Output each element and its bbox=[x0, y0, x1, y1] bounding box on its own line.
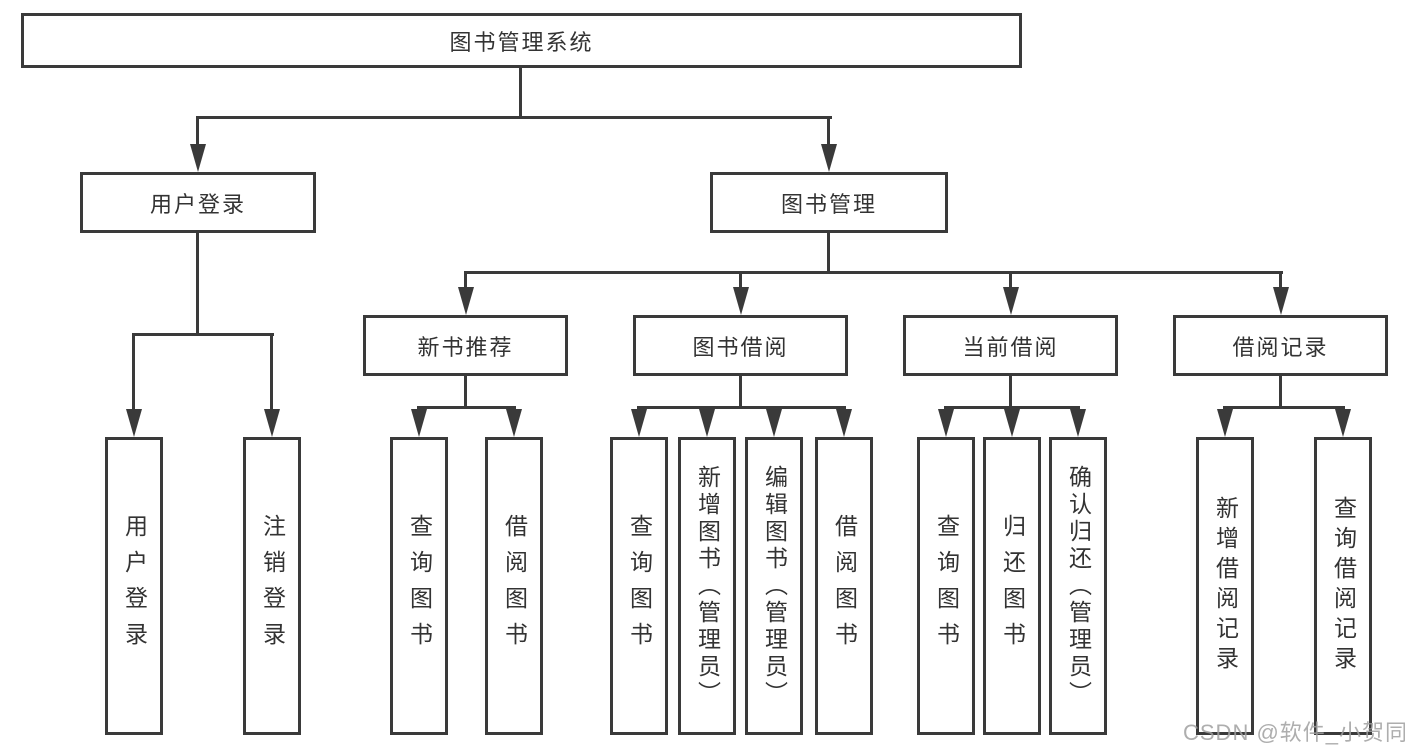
node-label: 查询图书 bbox=[626, 514, 653, 658]
node-label: 查询图书 bbox=[933, 514, 960, 658]
connector-line bbox=[1279, 376, 1282, 409]
leaf-confirm-return-admin: 确认归还（管理员） bbox=[1049, 437, 1107, 735]
leaf-search-books-recommend: 查询图书 bbox=[390, 437, 448, 735]
node-user-login: 用户登录 bbox=[80, 172, 316, 233]
connector-line bbox=[270, 333, 273, 412]
node-current-borrowing: 当前借阅 bbox=[903, 315, 1118, 376]
arrowhead-down-icon bbox=[836, 409, 852, 437]
connector-line bbox=[464, 271, 1283, 274]
arrowhead-down-icon bbox=[733, 287, 749, 315]
connector-line bbox=[1009, 271, 1012, 290]
connector-line bbox=[196, 116, 199, 148]
connector-line bbox=[132, 333, 274, 336]
connector-line bbox=[739, 376, 742, 409]
arrowhead-down-icon bbox=[766, 409, 782, 437]
node-label: 借阅记录 bbox=[1232, 334, 1329, 360]
node-root-library-system: 图书管理系统 bbox=[21, 13, 1022, 68]
node-label: 图书借阅 bbox=[692, 334, 789, 360]
arrowhead-down-icon bbox=[1070, 409, 1086, 437]
leaf-search-books-current: 查询图书 bbox=[917, 437, 975, 735]
leaf-add-borrow-record: 新增借阅记录 bbox=[1196, 437, 1254, 735]
leaf-search-borrow-record: 查询借阅记录 bbox=[1314, 437, 1372, 735]
arrowhead-down-icon bbox=[938, 409, 954, 437]
arrowhead-down-icon bbox=[1335, 409, 1351, 437]
arrowhead-down-icon bbox=[821, 144, 837, 172]
leaf-search-books-borrowing: 查询图书 bbox=[610, 437, 668, 735]
arrowhead-down-icon bbox=[506, 409, 522, 437]
node-label: 借阅图书 bbox=[831, 514, 858, 658]
connector-line bbox=[196, 233, 199, 336]
leaf-add-books-admin: 新增图书（管理员） bbox=[678, 437, 736, 735]
arrowhead-down-icon bbox=[411, 409, 427, 437]
node-label: 查询借阅记录 bbox=[1330, 496, 1357, 676]
node-label: 查询图书 bbox=[406, 514, 433, 658]
leaf-return-books: 归还图书 bbox=[983, 437, 1041, 735]
leaf-logout: 注销登录 bbox=[243, 437, 301, 735]
arrowhead-down-icon bbox=[190, 144, 206, 172]
leaf-user-login: 用户登录 bbox=[105, 437, 163, 735]
node-label: 图书管理系统 bbox=[449, 29, 594, 55]
arrowhead-down-icon bbox=[1273, 287, 1289, 315]
connector-line bbox=[637, 406, 846, 409]
node-label: 新书推荐 bbox=[417, 334, 514, 360]
arrowhead-down-icon bbox=[264, 409, 280, 437]
connector-line bbox=[827, 233, 830, 274]
node-label: 用户登录 bbox=[149, 191, 246, 217]
node-label: 借阅图书 bbox=[501, 514, 528, 658]
node-borrowing-records: 借阅记录 bbox=[1173, 315, 1388, 376]
arrowhead-down-icon bbox=[458, 287, 474, 315]
node-label: 图书管理 bbox=[780, 191, 877, 217]
leaf-borrow-books: 借阅图书 bbox=[815, 437, 873, 735]
node-label: 归还图书 bbox=[999, 514, 1026, 658]
arrowhead-down-icon bbox=[1217, 409, 1233, 437]
arrowhead-down-icon bbox=[1004, 409, 1020, 437]
arrowhead-down-icon bbox=[126, 409, 142, 437]
connector-line bbox=[519, 68, 522, 119]
node-label: 注销登录 bbox=[259, 514, 286, 658]
csdn-watermark: CSDN @软件_小贺同学 bbox=[1183, 720, 1405, 745]
node-label: 编辑图书（管理员） bbox=[761, 464, 788, 708]
arrowhead-down-icon bbox=[631, 409, 647, 437]
connector-line bbox=[739, 271, 742, 290]
arrowhead-down-icon bbox=[1003, 287, 1019, 315]
connector-line bbox=[417, 406, 516, 409]
node-book-borrowing: 图书借阅 bbox=[633, 315, 848, 376]
node-label: 确认归还（管理员） bbox=[1065, 464, 1092, 708]
connector-line bbox=[944, 406, 1080, 409]
connector-line bbox=[827, 116, 830, 148]
connector-line bbox=[464, 376, 467, 409]
connector-line bbox=[464, 271, 467, 290]
connector-line bbox=[196, 116, 832, 119]
node-label: 用户登录 bbox=[121, 514, 148, 658]
node-label: 新增图书（管理员） bbox=[694, 464, 721, 708]
leaf-borrow-books-recommend: 借阅图书 bbox=[485, 437, 543, 735]
connector-line bbox=[1009, 376, 1012, 409]
node-book-management: 图书管理 bbox=[710, 172, 948, 233]
node-new-book-recommend: 新书推荐 bbox=[363, 315, 568, 376]
node-label: 新增借阅记录 bbox=[1212, 496, 1239, 676]
connector-line bbox=[1279, 271, 1282, 290]
arrowhead-down-icon bbox=[699, 409, 715, 437]
node-label: 当前借阅 bbox=[962, 334, 1059, 360]
leaf-edit-books-admin: 编辑图书（管理员） bbox=[745, 437, 803, 735]
connector-line bbox=[132, 333, 135, 412]
connector-line bbox=[1223, 406, 1345, 409]
